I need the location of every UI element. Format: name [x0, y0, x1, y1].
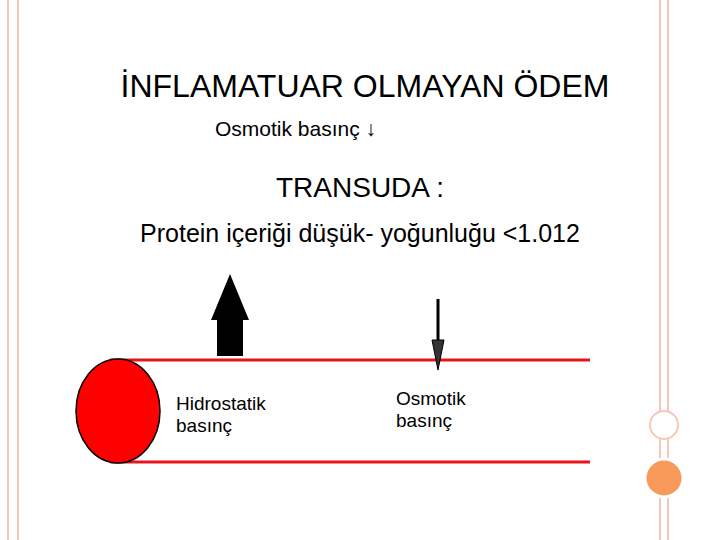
label-slot: TRANSUDA : — [160, 172, 560, 204]
osmotic-arrowhead — [432, 340, 444, 370]
pressure-label: Osmotik basınç — [396, 388, 506, 432]
title: İNFLAMATUAR OLMAYAN ÖDEM — [40, 68, 680, 105]
heading: TRANSUDA : — [160, 172, 560, 204]
vessel-wall — [110, 359, 590, 362]
deco-circle — [650, 411, 678, 439]
label-slot: Osmotik basınç ↓ — [215, 117, 515, 141]
border-line — [17, 0, 19, 540]
osmotic-arrow — [437, 299, 440, 344]
title-slot: İNFLAMATUAR OLMAYAN ÖDEM — [40, 68, 680, 105]
description: Protein içeriği düşük- yoğunluğu <1.012 — [40, 219, 680, 248]
label-slot: Protein içeriği düşük- yoğunluğu <1.012 — [40, 219, 680, 248]
label-slot: Hidrostatik basınç — [176, 393, 301, 437]
pressure-label: Hidrostatik basınç — [176, 393, 301, 437]
hydrostatic-arrow — [211, 274, 249, 356]
subtitle: Osmotik basınç ↓ — [215, 117, 515, 141]
deco-circle — [645, 459, 683, 497]
border-line — [7, 0, 9, 540]
vessel-wall — [110, 461, 590, 464]
label-slot: Osmotik basınç — [396, 388, 506, 432]
vessel-section — [76, 359, 160, 463]
